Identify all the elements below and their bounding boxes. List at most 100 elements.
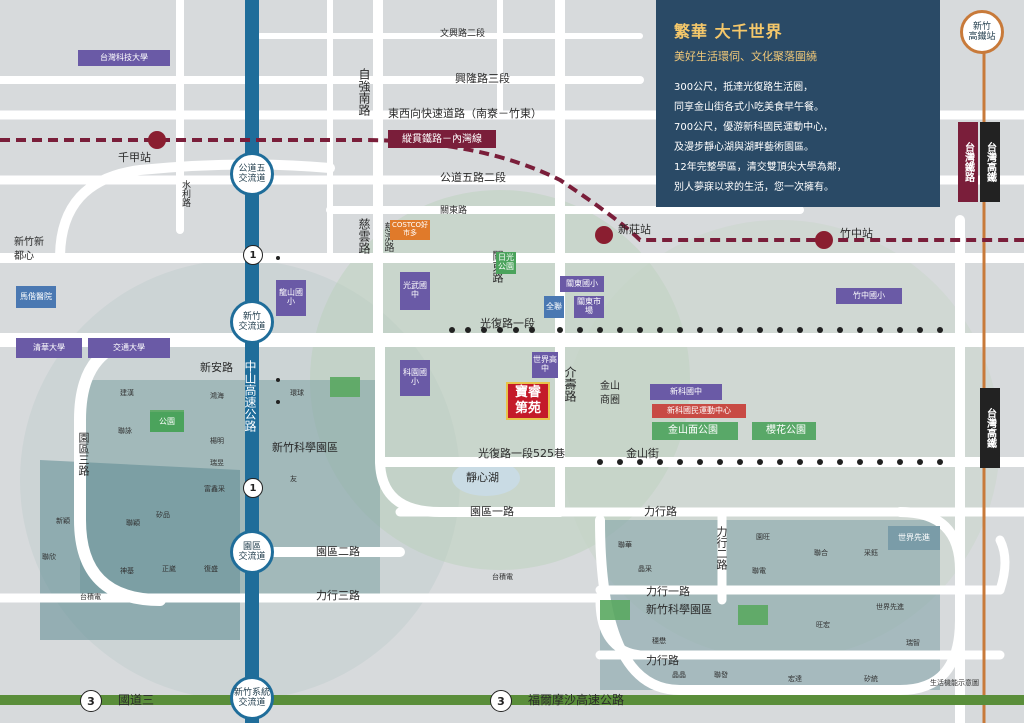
road-xinglong: 興隆路三段: [455, 72, 510, 85]
road-shuili: 水利路: [180, 180, 190, 207]
interchange-label: 交流道: [238, 322, 266, 332]
interchange-xinshan: 新竹交流道: [230, 300, 274, 344]
road-lixing-bottom: 力行路: [646, 654, 679, 667]
national-3-label: 國道三: [118, 693, 155, 707]
tag-mackay: 馬偕醫院: [16, 286, 56, 308]
info-line: 別人夢寐以求的生活，您一次擁有。: [674, 182, 834, 193]
company-label: 瑞昱: [210, 459, 224, 467]
company-label: 晶晶: [672, 671, 686, 679]
hsr-line1: 新竹: [972, 21, 991, 32]
company-label: 台積電: [80, 593, 101, 601]
road-zhiqiang: 自強南路: [357, 68, 371, 116]
company-label: 友: [290, 475, 297, 483]
road-guangfu1: 光復路一段: [480, 317, 535, 330]
company-label: 旺宏: [816, 621, 830, 629]
tag-nthu: 清華大學: [16, 338, 82, 358]
interchange-label: 園區: [242, 541, 261, 552]
company-label: 聯欣: [42, 553, 56, 561]
interchange-label: 新竹: [242, 311, 261, 322]
tag-xinke-center: 新科國民運動中心: [652, 404, 746, 418]
info-title: 繁華 大千世界: [674, 22, 783, 41]
highlight-line1: 寶睿: [514, 385, 541, 400]
district-jingxin-lake: 靜心湖: [466, 471, 499, 484]
road-lixing2: 力行二路: [715, 526, 728, 570]
company-label: 鴻海: [210, 392, 224, 400]
road-yuanqu2: 園區二路: [316, 545, 360, 558]
info-line: 12年完整學區，清交雙頂尖大學為鄰，: [674, 162, 847, 173]
company-label: 矽品: [156, 511, 170, 519]
hsr-station: 新竹高鐵站: [960, 10, 1004, 54]
road-lixing: 力行路: [644, 505, 677, 518]
company-label: 聯合: [814, 549, 828, 557]
tag-xinke-middle: 新科國中: [650, 384, 722, 400]
company-label: 瑞智: [906, 639, 920, 647]
info-line: 700公尺，優游新科國民運動中心，: [674, 122, 834, 133]
company-label: 晶采: [638, 565, 652, 573]
station-xinzhuang: 新莊站: [618, 223, 651, 236]
company-label: 聯發: [714, 671, 728, 679]
taiwan-hsr-bottom-badge: 台灣高鐵: [980, 388, 1000, 468]
district-jinshan-park: 金山面公園: [668, 425, 718, 436]
road-lixing1: 力行一路: [646, 585, 690, 598]
company-label: 建漢: [120, 389, 134, 397]
zhongshan-highway-label: 中山高速公路: [243, 360, 257, 432]
interchange-label: 新竹系統: [233, 687, 270, 698]
company-label: 台積電: [492, 573, 513, 581]
road-yuanqu1: 園區一路: [470, 505, 514, 518]
highway-3-shield: 3: [80, 690, 102, 712]
company-label: 復盛: [204, 565, 218, 573]
station-zhuzhong: 竹中站: [840, 227, 873, 240]
road-jieshou: 介壽路: [563, 366, 577, 402]
road-guangfu525: 光復路一段525巷: [478, 447, 565, 460]
interchange-label: 公道五: [238, 163, 266, 174]
tag-longshan: 龍山國小: [276, 280, 306, 316]
tag-shijie: 世界高中: [532, 352, 558, 378]
highlight-line2: 第苑: [514, 401, 541, 416]
road-gongdao5: 公道五路二段: [440, 171, 506, 184]
company-label: 環球: [290, 389, 304, 397]
tag-shijie-xianjin: 世界先進: [888, 526, 940, 550]
tag-rihuang: 日光公園: [496, 252, 516, 274]
tag-guangwu: 光武國中: [400, 272, 430, 310]
road-jinshan: 金山街: [626, 447, 659, 460]
development-highlight: 寶睿 第苑: [506, 382, 550, 420]
tag-keyuan: 科園國小: [400, 360, 430, 396]
highway-3-shield: 3: [490, 690, 512, 712]
info-line: 300公尺，抵達光復路生活圈，: [674, 82, 814, 93]
company-label: 正崴: [162, 565, 176, 573]
company-label: 穩懋: [652, 637, 666, 645]
road-xinan: 新安路: [200, 361, 233, 374]
interchange-gongdao5: 公道五交流道: [230, 152, 274, 196]
formosa-freeway-label: 福爾摩沙高速公路: [528, 693, 625, 707]
company-label: 宏達: [788, 675, 802, 683]
info-body: 300公尺，抵達光復路生活圈， 同享金山街各式小吃美食早午餐。 700公尺，優游…: [674, 78, 924, 198]
road-ciyun: 慈雲路: [357, 218, 371, 254]
road-guandong: 關東路: [440, 206, 468, 216]
taiwan-rail-badge: 台灣鐵路: [958, 122, 978, 202]
company-label: 世界先進: [876, 603, 904, 611]
company-label: 聯電: [752, 567, 766, 575]
interchange-yuanqu: 園區交流道: [230, 530, 274, 574]
highway-1-shield: 1: [243, 478, 263, 498]
tag-guandong-market: 關東市場: [574, 296, 604, 318]
interchange-label: 交流道: [238, 698, 266, 708]
road-dongxi: 東西向快速道路（南寮－竹東）: [388, 107, 542, 120]
info-line: 同享金山街各式小吃美食早午餐。: [674, 102, 824, 113]
company-label: 聯華: [618, 541, 632, 549]
district-yinghua-park: 櫻花公園: [766, 425, 806, 436]
district-xinke-park1: 新竹科學園區: [272, 441, 338, 454]
district-jinshan-shangquan: 金山商圈: [600, 381, 620, 406]
company-label: 楊明: [210, 437, 224, 445]
tag-zhuzhong-school: 竹中國小: [836, 288, 902, 304]
road-lixing3: 力行三路: [316, 589, 360, 602]
tag-nctu: 交通大學: [88, 338, 170, 358]
info-line: 及漫步靜心湖與湖畔藝術園區。: [674, 142, 814, 153]
map-note: 生活機能示意圖: [930, 679, 979, 687]
interchange-label: 交流道: [238, 552, 266, 562]
highway-1-shield: 1: [243, 245, 263, 265]
company-label: 新穎: [56, 517, 70, 525]
tag-ntust: 台灣科技大學: [78, 50, 170, 66]
taiwan-hsr-top-badge: 台灣高鐵: [980, 122, 1000, 202]
company-label: 神基: [120, 567, 134, 575]
